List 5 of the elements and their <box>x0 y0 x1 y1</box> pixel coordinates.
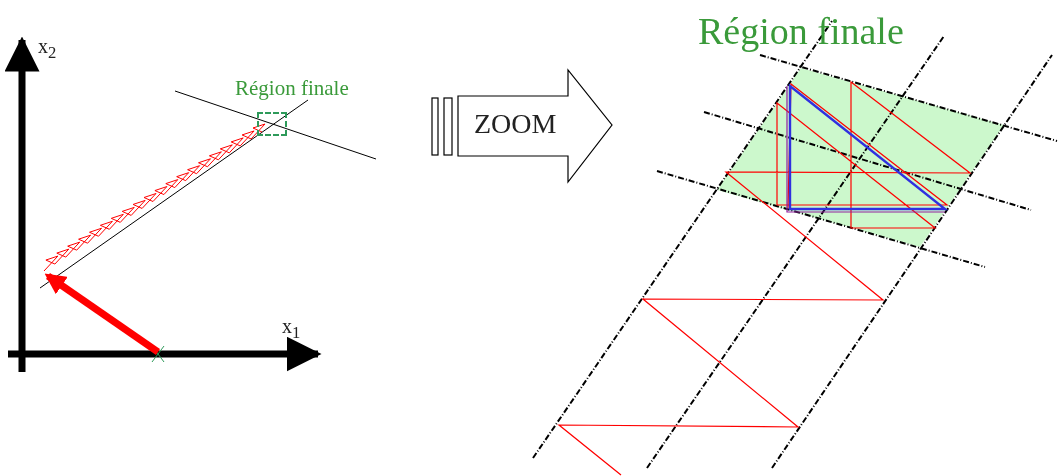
zoom-label: ZOOM <box>474 110 557 138</box>
region-title: Région finale <box>235 78 349 99</box>
axis-label: x$_{1}$ <box>282 316 301 342</box>
region-title: Région finale <box>698 12 904 50</box>
axis-label: x$_{2}$ <box>38 36 57 62</box>
